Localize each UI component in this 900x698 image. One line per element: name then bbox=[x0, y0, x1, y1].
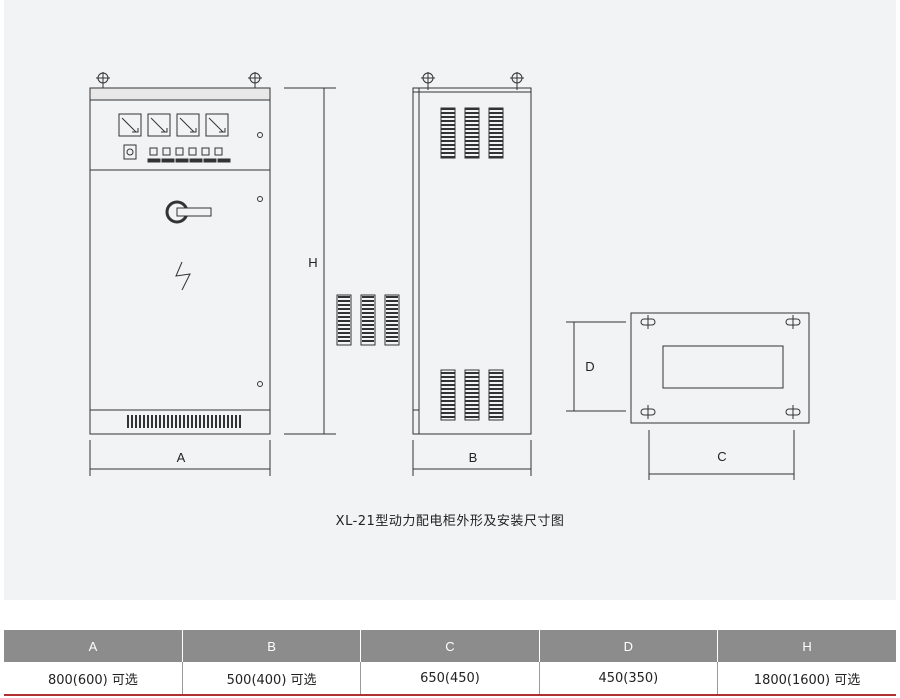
label-a: A bbox=[177, 450, 186, 465]
vent-detail bbox=[336, 294, 400, 346]
dimension-c bbox=[648, 430, 795, 480]
value-b: 500(400) 可选 bbox=[182, 662, 362, 696]
lightning-icon bbox=[175, 261, 191, 291]
dimension-b bbox=[412, 440, 532, 476]
screw-2 bbox=[257, 196, 263, 202]
value-a: 800(600) 可选 bbox=[4, 662, 183, 696]
cabinet-drawing: A B C D H bbox=[89, 72, 810, 480]
front-view bbox=[89, 72, 271, 476]
dimension-h bbox=[284, 87, 336, 435]
indicator-row bbox=[123, 144, 231, 163]
dimension-d bbox=[566, 321, 626, 412]
side-cabinet-body bbox=[412, 87, 532, 435]
label-h: H bbox=[308, 255, 317, 270]
label-c: C bbox=[717, 449, 726, 464]
base-frame bbox=[630, 312, 810, 424]
screw-3 bbox=[257, 381, 263, 387]
side-view bbox=[412, 72, 532, 476]
header-h: H bbox=[717, 630, 896, 662]
plan-view bbox=[566, 312, 810, 480]
cable-opening bbox=[662, 345, 784, 389]
front-vent-slots bbox=[127, 415, 241, 428]
screw-1 bbox=[257, 132, 263, 138]
value-c: 650(450) bbox=[360, 662, 540, 696]
lifting-eye-right bbox=[248, 72, 262, 90]
label-b: B bbox=[469, 450, 478, 465]
meter-row bbox=[118, 113, 229, 137]
spec-header-row: A B C D H bbox=[4, 630, 896, 662]
operating-handle bbox=[165, 200, 212, 224]
side-lifting-eye-right bbox=[510, 72, 524, 90]
header-a: A bbox=[4, 630, 183, 662]
diagram-caption: XL-21型动力配电柜外形及安装尺寸图 bbox=[335, 514, 565, 529]
side-lifting-eye-left bbox=[421, 72, 435, 90]
front-cabinet-body bbox=[89, 87, 271, 435]
mounting-slots bbox=[640, 315, 801, 419]
spec-value-row: 800(600) 可选 500(400) 可选 650(450) 450(350… bbox=[4, 662, 896, 696]
header-d: D bbox=[539, 630, 719, 662]
header-b: B bbox=[182, 630, 362, 662]
lifting-eye-left bbox=[96, 72, 110, 90]
dimension-a bbox=[89, 440, 271, 476]
value-d: 450(350) bbox=[539, 662, 719, 696]
spec-table: A B C D H 800(600) 可选 500(400) 可选 650(45… bbox=[4, 630, 896, 696]
label-d: D bbox=[585, 359, 594, 374]
value-h: 1800(1600) 可选 bbox=[717, 662, 896, 696]
front-top-cap bbox=[89, 87, 271, 101]
header-c: C bbox=[360, 630, 540, 662]
